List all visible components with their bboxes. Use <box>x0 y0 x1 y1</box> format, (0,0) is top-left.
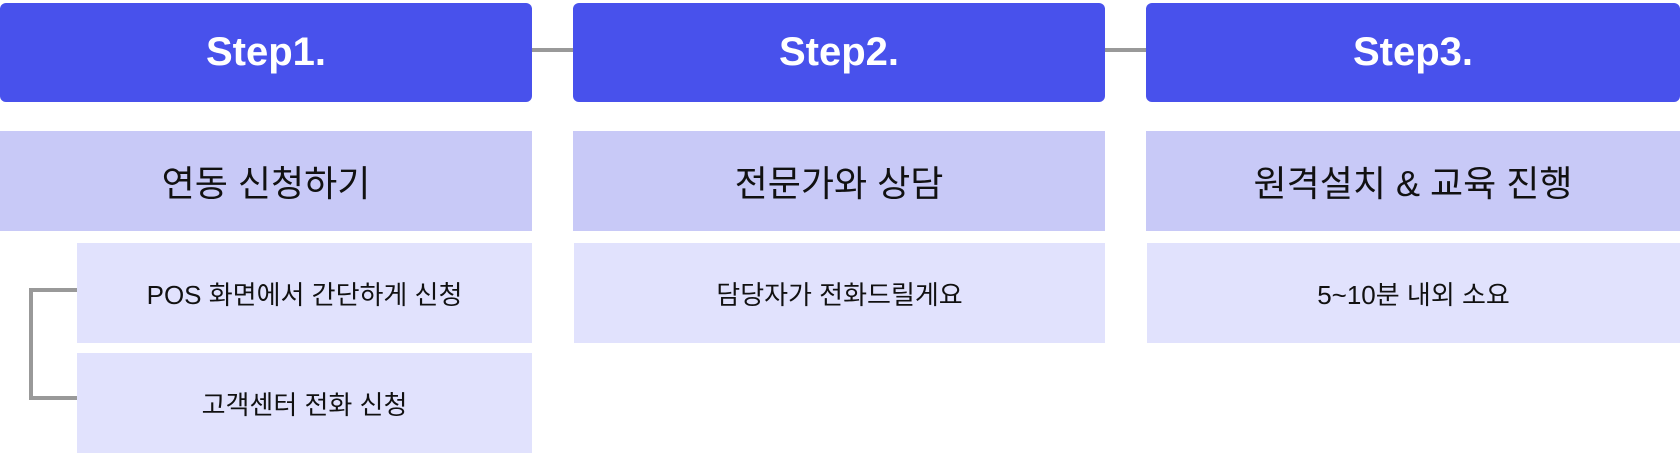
step2-title: 전문가와 상담 <box>573 131 1105 231</box>
step1-title: 연동 신청하기 <box>0 131 532 231</box>
step2-item: 담당자가 전화드릴게요 <box>574 243 1105 343</box>
connector-line <box>532 48 573 52</box>
step3-title: 원격설치 & 교육 진행 <box>1146 131 1680 231</box>
step3-item: 5~10분 내외 소요 <box>1147 243 1680 343</box>
step3-header: Step3. <box>1146 3 1680 102</box>
step1-header: Step1. <box>0 3 532 102</box>
connector-line <box>1105 48 1146 52</box>
step1-item: POS 화면에서 간단하게 신청 <box>77 243 532 343</box>
step2-header: Step2. <box>573 3 1105 102</box>
branch-bracket <box>29 288 77 400</box>
step1-item: 고객센터 전화 신청 <box>77 353 532 453</box>
